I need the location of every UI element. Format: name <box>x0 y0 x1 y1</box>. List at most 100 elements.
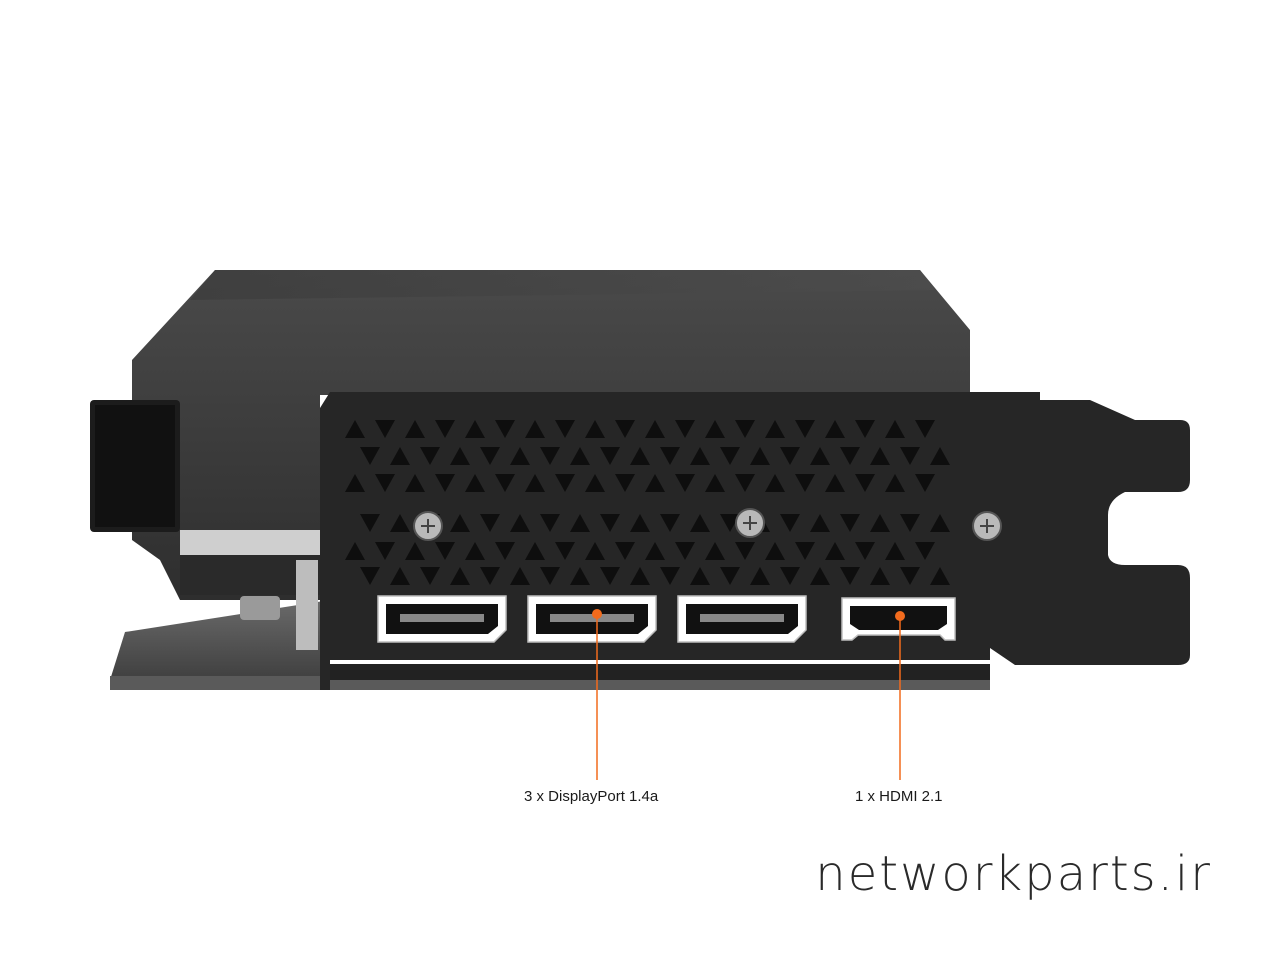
vent-hole <box>480 447 500 465</box>
vent-hole <box>825 542 845 560</box>
vent-hole <box>930 567 950 585</box>
vent-hole <box>540 567 560 585</box>
vent-hole <box>675 420 695 438</box>
vent-hole <box>525 542 545 560</box>
vent-hole <box>585 542 605 560</box>
vent-hole <box>510 514 530 532</box>
vent-hole <box>930 514 950 532</box>
vent-hole <box>645 474 665 492</box>
vent-hole <box>705 420 725 438</box>
vent-hole <box>525 420 545 438</box>
vent-hole <box>450 447 470 465</box>
vent-hole <box>540 447 560 465</box>
vent-hole <box>810 447 830 465</box>
io-bracket <box>320 392 1190 690</box>
vent-hole <box>690 514 710 532</box>
vent-hole <box>765 420 785 438</box>
vent-hole <box>510 447 530 465</box>
vent-hole <box>420 567 440 585</box>
vent-hole <box>690 447 710 465</box>
vent-hole <box>825 420 845 438</box>
vent-hole <box>450 567 470 585</box>
vent-hole <box>795 542 815 560</box>
vent-hole <box>585 474 605 492</box>
vent-hole <box>375 420 395 438</box>
displayport-callout-label: 3 x DisplayPort 1.4a <box>524 788 659 805</box>
vent-hole <box>900 567 920 585</box>
vent-hole <box>915 542 935 560</box>
vent-hole <box>825 474 845 492</box>
vent-hole <box>615 420 635 438</box>
side-block <box>90 400 180 532</box>
vent-hole <box>540 514 560 532</box>
vent-hole <box>765 474 785 492</box>
vent-hole <box>915 420 935 438</box>
vent-hole <box>630 514 650 532</box>
vent-hole <box>705 474 725 492</box>
vent-hole <box>720 514 740 532</box>
vent-hole <box>480 567 500 585</box>
vent-hole <box>660 567 680 585</box>
vent-hole <box>780 447 800 465</box>
vent-hole <box>390 447 410 465</box>
vent-hole <box>495 542 515 560</box>
vent-hole <box>375 474 395 492</box>
vent-hole <box>840 514 860 532</box>
vent-hole <box>405 474 425 492</box>
vent-hole <box>660 447 680 465</box>
vent-hole <box>345 420 365 438</box>
vent-hole <box>555 542 575 560</box>
vent-hole <box>780 514 800 532</box>
watermark-text: networkparts.ir <box>815 846 1212 902</box>
vent-hole <box>570 447 590 465</box>
vent-hole <box>360 447 380 465</box>
vent-hole <box>585 420 605 438</box>
vent-hole <box>840 447 860 465</box>
vent-hole <box>615 474 635 492</box>
vent-hole <box>495 474 515 492</box>
vent-hole <box>720 567 740 585</box>
displayport-connectors <box>377 595 807 643</box>
vent-hole <box>885 420 905 438</box>
vent-hole <box>855 474 875 492</box>
vent-hole <box>630 567 650 585</box>
callout-leaders <box>592 609 905 780</box>
vent-hole <box>810 567 830 585</box>
vent-hole <box>855 420 875 438</box>
vent-hole <box>870 447 890 465</box>
vent-hole <box>750 567 770 585</box>
vent-hole <box>660 514 680 532</box>
vent-hole <box>405 542 425 560</box>
vent-hole <box>465 420 485 438</box>
vent-hole <box>465 542 485 560</box>
vent-hole <box>360 567 380 585</box>
vent-hole <box>735 542 755 560</box>
vent-hole <box>675 542 695 560</box>
vent-hole <box>600 514 620 532</box>
vent-hole <box>435 420 455 438</box>
vent-hole <box>570 567 590 585</box>
vent-hole <box>675 474 695 492</box>
vent-hole <box>870 567 890 585</box>
vent-hole <box>885 474 905 492</box>
cooler-shroud <box>132 270 970 600</box>
vent-hole <box>345 474 365 492</box>
vent-hole <box>885 542 905 560</box>
vent-hole <box>420 447 440 465</box>
vent-hole <box>735 474 755 492</box>
vent-hole <box>555 474 575 492</box>
vent-hole <box>855 542 875 560</box>
vent-hole <box>360 514 380 532</box>
vent-hole <box>435 542 455 560</box>
vent-hole <box>495 420 515 438</box>
vent-hole <box>810 514 830 532</box>
vent-hole <box>750 447 770 465</box>
vent-hole <box>480 514 500 532</box>
vent-hole <box>900 514 920 532</box>
vent-hole <box>915 474 935 492</box>
vent-hole <box>465 474 485 492</box>
vent-hole <box>780 567 800 585</box>
vent-hole <box>870 514 890 532</box>
vent-hole <box>600 567 620 585</box>
